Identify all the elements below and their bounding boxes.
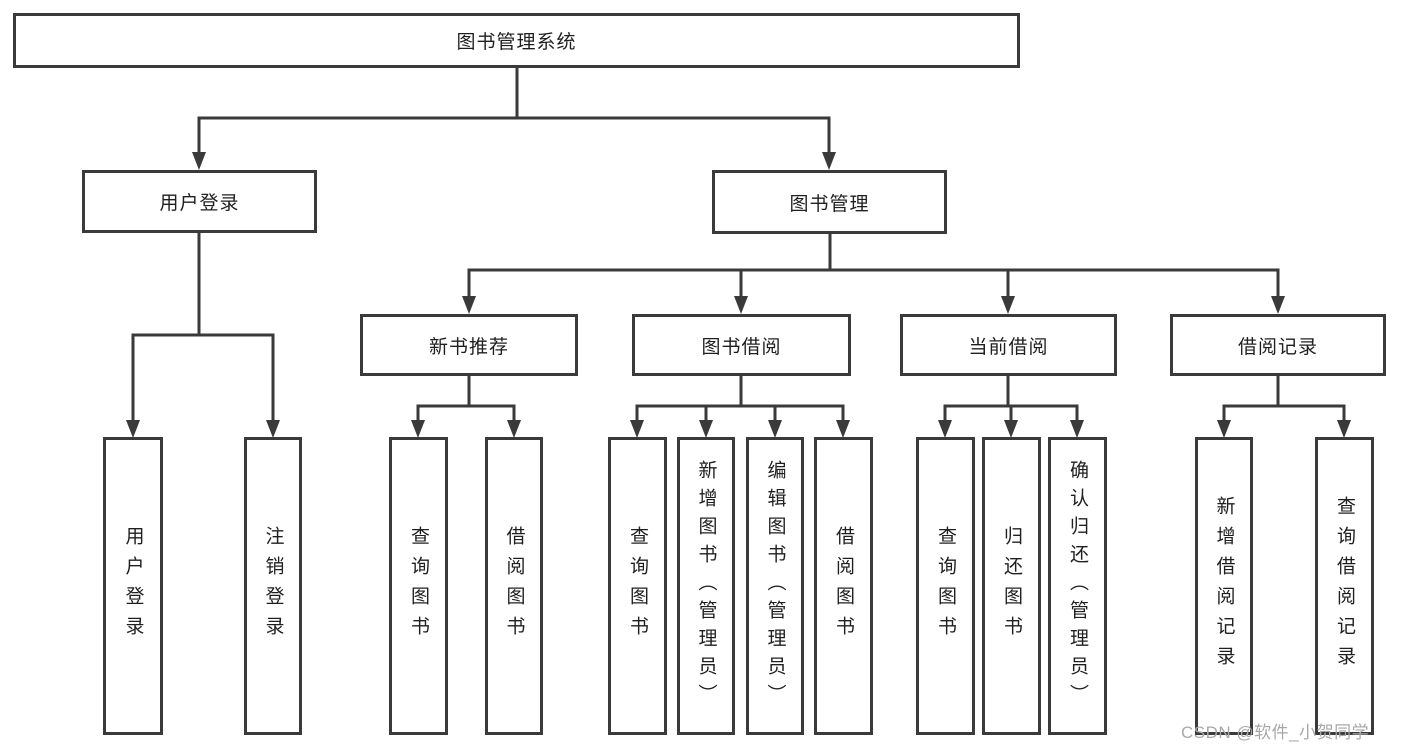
node-user-login: 用户登录 — [82, 170, 317, 233]
node-borrowing-records: 借阅记录 — [1170, 314, 1386, 376]
leaf-current-query-books: 查询图书 — [916, 437, 975, 735]
leaf-borrow-borrow-books-label: 借阅图书 — [833, 526, 854, 646]
node-new-book-recommend: 新书推荐 — [360, 314, 578, 376]
node-new-book-recommend-label: 新书推荐 — [428, 336, 509, 358]
leaf-recommend-borrow-books-label: 借阅图书 — [503, 526, 525, 646]
node-root-system: 图书管理系统 — [13, 13, 1020, 68]
leaf-records-add-record: 新增借阅记录 — [1195, 437, 1253, 735]
leaf-borrow-query-books-label: 查询图书 — [627, 526, 648, 646]
node-book-borrowing-label: 图书借阅 — [701, 336, 782, 358]
node-borrowing-records-label: 借阅记录 — [1237, 336, 1318, 358]
leaf-current-query-books-label: 查询图书 — [935, 526, 956, 646]
node-root-system-label: 图书管理系统 — [456, 32, 577, 53]
leaf-records-add-record-label: 新增借阅记录 — [1213, 496, 1235, 676]
node-book-management: 图书管理 — [712, 170, 947, 234]
leaf-current-return-books-label: 归还图书 — [1001, 526, 1022, 646]
leaf-recommend-borrow-books: 借阅图书 — [485, 437, 543, 735]
leaf-logout-label: 注销登录 — [262, 526, 284, 646]
leaf-borrow-edit-books-admin-label: 编辑图书（管理员） — [764, 460, 786, 712]
leaf-borrow-add-books-admin-label: 新增图书（管理员） — [695, 460, 717, 712]
node-current-borrowing: 当前借阅 — [900, 314, 1117, 376]
leaf-user-login: 用户登录 — [103, 437, 163, 735]
leaf-records-query-record-label: 查询借阅记录 — [1334, 496, 1355, 676]
csdn-watermark: CSDN @软件_小贺同学 — [1181, 723, 1370, 742]
leaf-recommend-query-books-label: 查询图书 — [408, 526, 429, 646]
leaf-borrow-borrow-books: 借阅图书 — [814, 437, 873, 735]
node-book-management-label: 图书管理 — [789, 193, 870, 215]
leaf-recommend-query-books: 查询图书 — [389, 437, 448, 735]
leaf-user-login-label: 用户登录 — [122, 526, 144, 646]
node-user-login-label: 用户登录 — [159, 193, 240, 214]
leaf-logout: 注销登录 — [244, 437, 302, 735]
leaf-records-query-record: 查询借阅记录 — [1315, 437, 1374, 735]
leaf-borrow-add-books-admin: 新增图书（管理员） — [677, 437, 735, 735]
leaf-borrow-query-books: 查询图书 — [608, 437, 667, 735]
elbow-lines — [131, 68, 1346, 426]
leaf-current-confirm-return-admin: 确认归还（管理员） — [1048, 437, 1107, 735]
node-current-borrowing-label: 当前借阅 — [968, 336, 1049, 358]
arrowheads — [126, 152, 1351, 438]
leaf-borrow-edit-books-admin: 编辑图书（管理员） — [746, 437, 804, 735]
leaf-current-return-books: 归还图书 — [982, 437, 1041, 735]
node-book-borrowing: 图书借阅 — [632, 314, 851, 376]
leaf-current-confirm-return-admin-label: 确认归还（管理员） — [1067, 460, 1088, 712]
